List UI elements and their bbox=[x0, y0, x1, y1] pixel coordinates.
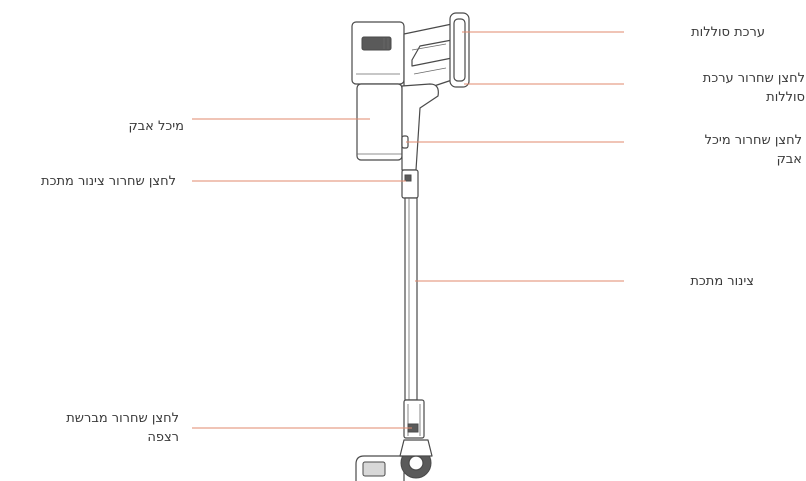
label-dust-bin-release: לחצן שחרור מיכל אבק bbox=[705, 131, 802, 169]
label-floor-brush-release-line1: לחצן שחרור מברשת bbox=[66, 411, 179, 426]
label-battery-pack: ערכת סוללות bbox=[691, 25, 765, 40]
tube-connector bbox=[401, 169, 419, 199]
display-panel bbox=[361, 36, 392, 51]
label-battery-release: לחצן שחרור ערכת סוללות bbox=[703, 69, 805, 107]
label-battery-release-line1: לחצן שחרור ערכת bbox=[702, 71, 805, 86]
label-dust-bin: מיכל אבק bbox=[128, 119, 184, 134]
motor-cap bbox=[351, 21, 405, 85]
dust-bin-body bbox=[356, 83, 403, 161]
label-dust-bin-release-line2: אבק bbox=[776, 152, 802, 167]
body-neck bbox=[401, 83, 439, 171]
label-floor-brush-release-line2: רצפה bbox=[147, 430, 179, 445]
label-battery-release-line2: סוללות bbox=[766, 90, 805, 105]
metal-tube bbox=[404, 197, 418, 401]
label-metal-tube: צינור מתכת bbox=[690, 274, 754, 289]
label-floor-brush-release: לחצן שחרור מברשת רצפה bbox=[66, 409, 179, 447]
tube-release-button bbox=[404, 174, 412, 182]
label-tube-release: לחצן שחרור צינור מתכת bbox=[41, 174, 176, 189]
label-dust-bin-release-line1: לחצן שחרור מיכל bbox=[704, 133, 802, 148]
